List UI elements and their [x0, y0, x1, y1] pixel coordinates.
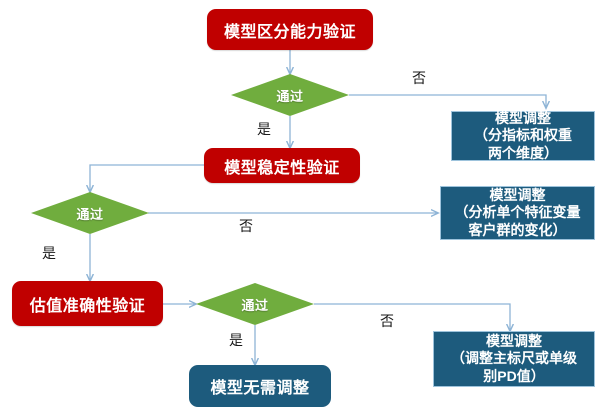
edge-d1-no-to-adjust1 — [349, 94, 546, 108]
process-validate-accuracy-label: 估值准确性验证 — [29, 297, 146, 315]
adjustment-box-2[interactable]: 模型调整 （分析单个特征变量 客户群的变化） — [440, 186, 595, 240]
edge-label-d2-yes: 是 — [42, 245, 56, 261]
adjustment-box-3-line-1: 模型调整 — [486, 333, 542, 350]
adjustment-box-3[interactable]: 模型调整 （调整主标尺或单级 别PD值） — [433, 331, 595, 387]
decision-2-label: 通过 — [76, 206, 104, 222]
decision-3[interactable]: 通过 — [196, 283, 314, 325]
adjustment-box-1-line-2: （分指标和权重 — [474, 127, 572, 144]
edge-label-d3-yes: 是 — [229, 332, 243, 348]
decision-1[interactable]: 通过 — [231, 74, 349, 116]
edge-d3-no-to-adjust3 — [314, 303, 510, 331]
process-validate-accuracy[interactable]: 估值准确性验证 — [12, 281, 163, 326]
process-validate-discrimination-label: 模型区分能力验证 — [223, 23, 356, 41]
edge-label-d2-no: 否 — [239, 218, 253, 234]
process-validate-stability[interactable]: 模型稳定性验证 — [204, 148, 360, 183]
decision-1-label: 通过 — [276, 88, 304, 104]
edge-label-d1-no: 否 — [412, 70, 426, 86]
decision-3-label: 通过 — [241, 297, 269, 313]
process-validate-discrimination[interactable]: 模型区分能力验证 — [207, 9, 373, 50]
terminal-no-adjustment[interactable]: 模型无需调整 — [189, 365, 331, 407]
diamond-shape-icon — [31, 192, 149, 234]
adjustment-box-2-line-1: 模型调整 — [489, 187, 546, 204]
adjustment-box-1-line-3: 两个维度） — [488, 144, 558, 161]
adjustment-box-3-line-2: （调整主标尺或单级 — [451, 350, 577, 367]
adjustment-box-2-line-2: （分析单个特征变量 — [454, 204, 581, 221]
adjustment-box-2-line-3: 客户群的变化） — [468, 221, 567, 238]
process-validate-stability-label: 模型稳定性验证 — [224, 159, 340, 177]
edge-label-d1-yes: 是 — [257, 121, 271, 137]
edge-label-d3-no: 否 — [380, 313, 394, 329]
adjustment-box-1[interactable]: 模型调整 （分指标和权重 两个维度） — [451, 110, 595, 161]
terminal-no-adjustment-label: 模型无需调整 — [210, 380, 310, 397]
diamond-shape-icon — [196, 283, 314, 325]
edge-stability-to-d2 — [90, 164, 204, 192]
adjustment-box-3-line-3: 别PD值） — [483, 367, 545, 384]
diamond-shape-icon — [231, 74, 349, 116]
decision-2[interactable]: 通过 — [31, 192, 149, 234]
adjustment-box-1-line-1: 模型调整 — [495, 110, 551, 127]
